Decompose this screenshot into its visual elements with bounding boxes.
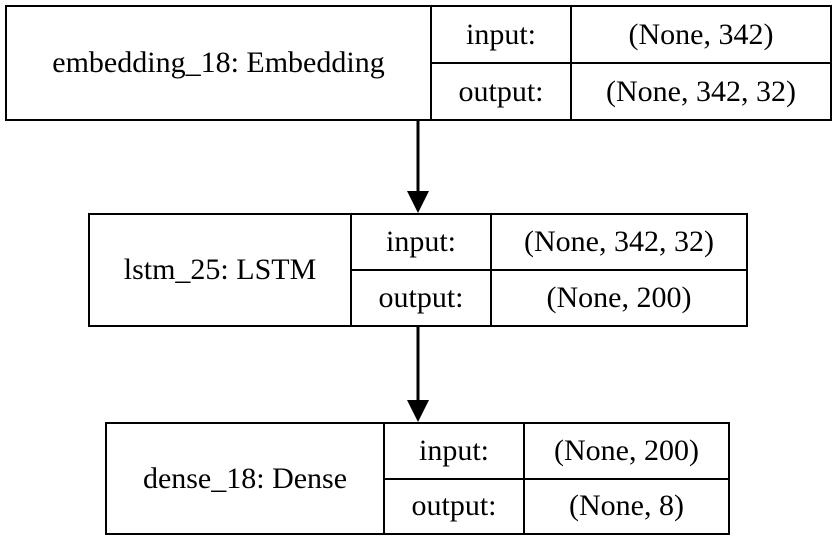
input-label: input: xyxy=(385,225,456,258)
layer-name: embedding_18: Embedding xyxy=(52,46,385,79)
output-row: output: (None, 200) xyxy=(352,269,746,325)
layer-name: dense_18: Dense xyxy=(142,461,348,495)
output-shape: (None, 8) xyxy=(523,479,728,533)
io-table: input: (None, 342) output: (None, 342, 3… xyxy=(430,7,830,119)
arrowhead-down-icon xyxy=(407,191,429,213)
input-row: input: (None, 342, 32) xyxy=(352,215,746,269)
input-shape: (None, 342) xyxy=(570,7,830,62)
output-row: output: (None, 342, 32) xyxy=(432,62,830,119)
arrow-embedding-to-lstm xyxy=(406,121,430,213)
input-shape: (None, 342, 32) xyxy=(490,215,746,269)
arrow-line xyxy=(416,327,420,402)
input-row: input: (None, 342) xyxy=(432,7,830,62)
output-label: output: xyxy=(411,489,497,523)
io-table: input: (None, 200) output: (None, 8) xyxy=(383,424,728,533)
layer-node-embedding: embedding_18: Embedding input: (None, 34… xyxy=(5,5,832,121)
output-label: output: xyxy=(458,74,544,108)
io-table: input: (None, 342, 32) output: (None, 20… xyxy=(350,215,746,325)
layer-name: lstm_25: LSTM xyxy=(123,253,317,286)
input-shape: (None, 200) xyxy=(523,424,728,478)
input-label: input: xyxy=(418,433,489,467)
input-label: input: xyxy=(465,17,536,51)
output-shape: (None, 200) xyxy=(490,271,746,325)
layer-node-dense: dense_18: Dense input: (None, 200) outpu… xyxy=(105,422,730,535)
arrow-line xyxy=(416,121,420,193)
input-row: input: (None, 200) xyxy=(385,424,728,478)
layer-node-lstm: lstm_25: LSTM input: (None, 342, 32) out… xyxy=(88,213,748,327)
output-shape: (None, 342, 32) xyxy=(570,64,830,119)
output-row: output: (None, 8) xyxy=(385,477,728,533)
arrow-lstm-to-dense xyxy=(406,327,430,422)
output-label: output: xyxy=(378,281,464,314)
arrowhead-down-icon xyxy=(407,400,429,422)
